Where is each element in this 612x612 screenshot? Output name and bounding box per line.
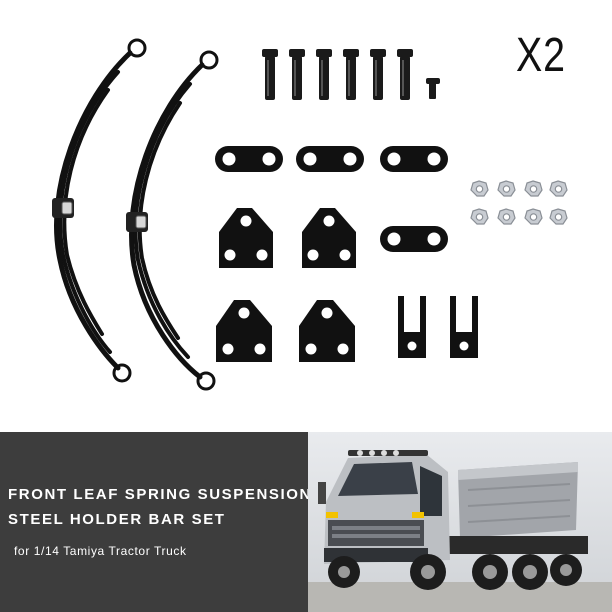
truck-photo bbox=[308, 432, 612, 612]
link-plates bbox=[215, 146, 448, 252]
bracket-1 bbox=[219, 208, 273, 268]
bracket-4 bbox=[299, 300, 355, 362]
truck-wheels bbox=[328, 554, 582, 590]
small-screw bbox=[426, 78, 440, 99]
bolt-1 bbox=[262, 49, 278, 100]
leaf-spring-right bbox=[126, 50, 219, 391]
mount-brackets bbox=[216, 208, 356, 362]
bracket-3 bbox=[216, 300, 272, 362]
nut-3 bbox=[524, 180, 543, 197]
link-plate-2 bbox=[296, 146, 364, 172]
lock-nuts bbox=[470, 180, 568, 225]
nut-4 bbox=[549, 180, 568, 197]
u-holder-1 bbox=[398, 296, 426, 358]
leaf-spring-left bbox=[52, 38, 147, 383]
u-holder-2 bbox=[450, 296, 478, 358]
bolt-set bbox=[262, 49, 440, 100]
banner-text-panel: FRONT LEAF SPRING SUSPENSION STEEL HOLDE… bbox=[0, 432, 310, 612]
parts-illustration bbox=[52, 38, 568, 391]
banner-title-line2: STEEL HOLDER BAR SET bbox=[8, 511, 226, 528]
nut-5 bbox=[470, 208, 489, 225]
link-plate-3 bbox=[380, 146, 448, 172]
nut-2 bbox=[497, 180, 516, 197]
bolt-5 bbox=[370, 49, 386, 100]
bolt-4 bbox=[343, 49, 359, 100]
bolt-2 bbox=[289, 49, 305, 100]
quantity-label: X2 bbox=[516, 29, 566, 82]
banner-subtitle: for 1/14 Tamiya Tractor Truck bbox=[14, 544, 187, 558]
bracket-2 bbox=[302, 208, 356, 268]
nut-7 bbox=[524, 208, 543, 225]
nut-1 bbox=[470, 180, 489, 197]
banner-title-line1: FRONT LEAF SPRING SUSPENSION bbox=[8, 486, 312, 503]
nut-8 bbox=[549, 208, 568, 225]
bolt-6 bbox=[397, 49, 413, 100]
nut-6 bbox=[497, 208, 516, 225]
link-plate-1 bbox=[215, 146, 283, 172]
parts-photo: X2 bbox=[52, 29, 568, 391]
u-holders bbox=[398, 296, 478, 358]
link-plate-4 bbox=[380, 226, 448, 252]
bolt-3 bbox=[316, 49, 332, 100]
product-banner: FRONT LEAF SPRING SUSPENSION STEEL HOLDE… bbox=[0, 432, 612, 612]
